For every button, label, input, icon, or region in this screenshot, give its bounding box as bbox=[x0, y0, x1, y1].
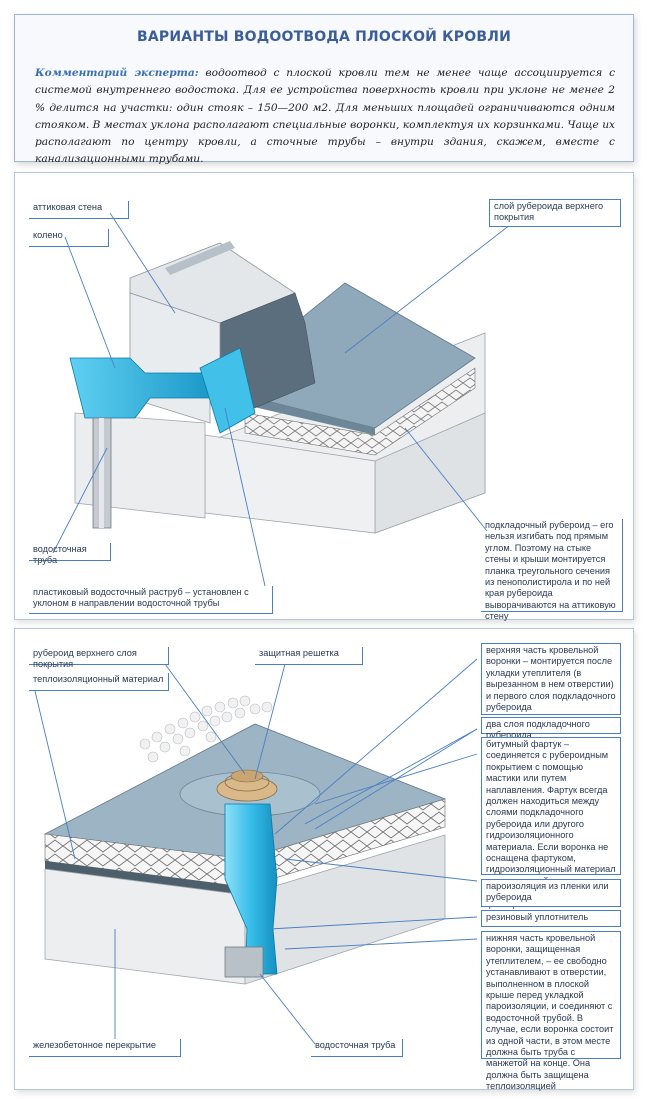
label-plastic-funnel: пластиковый водосточный раструб – устано… bbox=[29, 586, 273, 614]
roof-funnel-illustration bbox=[34, 658, 478, 1045]
parapet-cap bbox=[165, 241, 235, 275]
gravel bbox=[139, 695, 273, 763]
downpipe-shape-2 bbox=[224, 946, 264, 978]
funnel-body bbox=[224, 803, 278, 975]
comment-lead: Комментарий эксперта: bbox=[35, 67, 199, 79]
label-vapor: пароизоляция из пленки или рубероида bbox=[481, 879, 621, 907]
expert-comment: Комментарий эксперта: водоотвод с плоско… bbox=[35, 65, 615, 169]
leader-lines-2 bbox=[34, 658, 478, 1045]
label-downpipe-1: водосточная труба bbox=[29, 543, 111, 565]
label-funnel-bottom: нижняя часть кровельной воронки, защищен… bbox=[481, 931, 621, 1091]
label-two-layers: два слоя подкладочного рубероида bbox=[481, 717, 621, 740]
leader-lines-1 bbox=[52, 212, 516, 587]
page-title: ВАРИАНТЫ ВОДООТВОДА ПЛОСКОЙ КРОВЛИ bbox=[137, 29, 511, 45]
label-grate: защитная решетка bbox=[255, 647, 363, 665]
label-funnel-top: верхняя часть кровельной воронки – монти… bbox=[481, 643, 621, 715]
diagram-parapet-drainage: аттиковая стена колено слой рубероида ве… bbox=[14, 172, 634, 621]
label-attic-wall: аттиковая стена bbox=[29, 201, 129, 219]
funnel-outlet-shape bbox=[199, 347, 256, 434]
label-top-layer: слой рубероида верхнего покрытия bbox=[489, 199, 621, 227]
parapet-drainage-illustration bbox=[52, 212, 516, 587]
label-downpipe-2: водосточная труба bbox=[311, 1039, 403, 1057]
label-slab: железобетонное перекрытие bbox=[29, 1039, 181, 1057]
label-top-roofing: рубероид верхнего слоя покрытия bbox=[29, 647, 169, 669]
label-seal: резиновый уплотнитель bbox=[481, 910, 621, 927]
comment-text: водоотвод с плоской кровли тем не менее … bbox=[35, 67, 616, 166]
diagram-roof-funnel: рубероид верхнего слоя покрытия теплоизо… bbox=[14, 628, 634, 1091]
header-box: ВАРИАНТЫ ВОДООТВОДА ПЛОСКОЙ КРОВЛИ Комме… bbox=[14, 14, 634, 165]
label-apron: битумный фартук – соединяется с рубероид… bbox=[481, 737, 621, 909]
label-insulation: теплоизоляционный материал bbox=[29, 673, 169, 691]
vapor-layer bbox=[45, 861, 245, 895]
label-elbow: колено bbox=[29, 229, 109, 247]
label-underlay: подкладочный рубероид – его нельзя изгиб… bbox=[481, 519, 623, 621]
